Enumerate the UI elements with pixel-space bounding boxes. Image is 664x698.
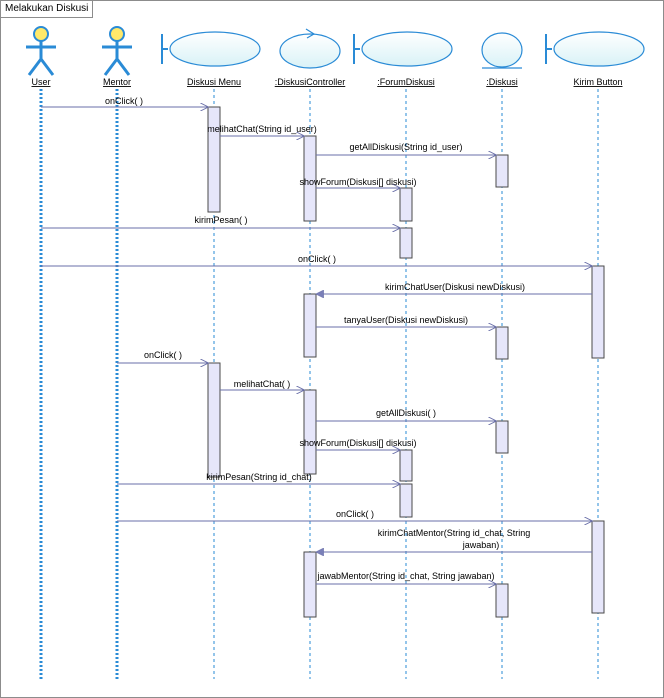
activation-bar-diskusi — [495, 583, 509, 618]
message-label: onClick( ) — [144, 350, 182, 360]
message-label: melihatChat( ) — [234, 379, 291, 389]
activation-bar-ctrl — [303, 551, 317, 618]
actor-head-icon — [109, 26, 125, 42]
actor-leg-icon — [27, 58, 43, 76]
boundary-ellipse-icon — [553, 31, 645, 67]
activation-bar-diskusi — [495, 154, 509, 188]
message-1[interactable]: onClick( ) — [41, 96, 208, 107]
message-label: kirimPesan( ) — [194, 215, 247, 225]
control-ellipse-icon — [279, 33, 341, 69]
message-label: getAllDiskusi(String id_user) — [349, 142, 462, 152]
lifeline-head-forum[interactable]: :ForumDiskusi — [353, 31, 453, 87]
message-8[interactable]: tanyaUser(Diskusi newDiskusi) — [316, 315, 496, 327]
message-label: showForum(Diskusi[] diskusi) — [299, 177, 416, 187]
message-label: showForum(Diskusi[] diskusi) — [299, 438, 416, 448]
lifeline-head-diskusi[interactable]: :Diskusi — [481, 32, 523, 87]
boundary-ellipse-icon — [169, 31, 261, 67]
lifeline-label-forum: :ForumDiskusi — [377, 77, 435, 87]
message-10[interactable]: melihatChat( ) — [220, 379, 304, 390]
activation-bar-diskusi — [495, 420, 509, 454]
lifeline-head-ctrl[interactable]: :DiskusiController — [275, 28, 346, 87]
activation-bar-menu — [207, 362, 221, 478]
activation-bar-button — [591, 265, 605, 359]
lifeline-head-menu[interactable]: Diskusi Menu — [161, 31, 261, 87]
actor-leg-icon — [39, 58, 55, 76]
activation-bar-forum — [399, 483, 413, 518]
lifeline-label-menu: Diskusi Menu — [187, 77, 241, 87]
message-14[interactable]: onClick( ) — [117, 509, 592, 521]
actor-leg-icon — [115, 58, 131, 76]
lifeline-label-user: User — [31, 77, 50, 87]
message-label: onClick( ) — [336, 509, 374, 519]
activation-bar-forum — [399, 187, 413, 222]
message-3[interactable]: getAllDiskusi(String id_user) — [316, 142, 496, 155]
message-label: getAllDiskusi( ) — [376, 408, 436, 418]
message-11[interactable]: getAllDiskusi( ) — [316, 408, 496, 421]
lifeline-head-mentor[interactable]: Mentor — [102, 26, 132, 87]
message-5[interactable]: kirimPesan( ) — [41, 215, 400, 228]
message-label: tanyaUser(Diskusi newDiskusi) — [344, 315, 468, 325]
activation-bar-button — [591, 520, 605, 614]
message-label: jawabMentor(String id_chat, String jawab… — [316, 571, 494, 581]
lifeline-head-user[interactable]: User — [26, 26, 56, 87]
activation-bar-ctrl — [303, 389, 317, 475]
lifeline-label-button: Kirim Button — [573, 77, 622, 87]
frame-title: Melakukan Diskusi — [1, 1, 94, 18]
activation-bar-forum — [399, 449, 413, 482]
activation-bar-ctrl — [303, 293, 317, 358]
lifeline-label-mentor: Mentor — [103, 77, 131, 87]
message-2[interactable]: melihatChat(String id_user) — [207, 124, 317, 136]
message-label: onClick( ) — [298, 254, 336, 264]
lifeline-label-diskusi: :Diskusi — [486, 77, 518, 87]
message-7[interactable]: kirimChatUser(Diskusi newDiskusi) — [316, 282, 592, 294]
activation-bar-ctrl — [303, 135, 317, 222]
control-arrow-icon — [305, 28, 316, 39]
actor-leg-icon — [103, 58, 119, 76]
lifeline-head-button[interactable]: Kirim Button — [545, 31, 645, 87]
message-9[interactable]: onClick( ) — [117, 350, 208, 363]
message-4[interactable]: showForum(Diskusi[] diskusi) — [299, 177, 417, 188]
message-label: onClick( ) — [105, 96, 143, 106]
message-label: melihatChat(String id_user) — [207, 124, 317, 134]
entity-ellipse-icon — [481, 32, 523, 68]
message-label: kirimPesan(String id_chat) — [206, 472, 312, 482]
activation-bar-menu — [207, 106, 221, 213]
actor-head-icon — [33, 26, 49, 42]
message-12[interactable]: showForum(Diskusi[] diskusi) — [299, 438, 417, 450]
activation-bar-forum — [399, 227, 413, 259]
boundary-ellipse-icon — [361, 31, 453, 67]
activation-bar-diskusi — [495, 326, 509, 360]
message-label: kirimChatUser(Diskusi newDiskusi) — [385, 282, 525, 292]
message-13[interactable]: kirimPesan(String id_chat) — [117, 472, 400, 484]
message-16[interactable]: jawabMentor(String id_chat, String jawab… — [316, 571, 496, 584]
lifeline-label-ctrl: :DiskusiController — [275, 77, 346, 87]
message-6[interactable]: onClick( ) — [41, 254, 592, 266]
